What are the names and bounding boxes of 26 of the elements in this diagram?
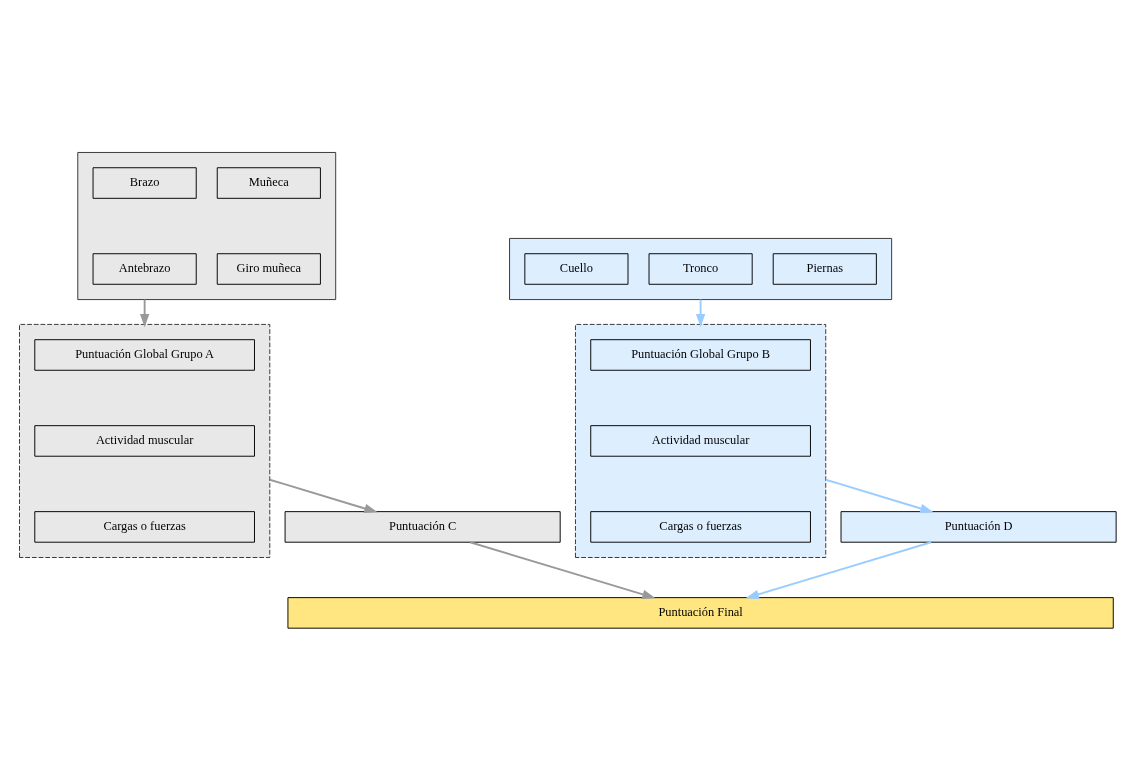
arrow <box>139 298 150 328</box>
node-box: Puntuación Global Grupo B <box>590 339 811 371</box>
arrow <box>824 478 934 513</box>
node-box: Puntuación D <box>840 511 1117 543</box>
cluster <box>19 323 271 558</box>
node-box: Tronco <box>648 253 753 285</box>
node-box: Actividad muscular <box>34 425 255 457</box>
node-box: Puntuación C <box>284 511 561 543</box>
node-box: Puntuación Global Grupo A <box>34 339 255 371</box>
arrow <box>268 478 378 513</box>
node-box: Cargas o fuerzas <box>34 511 255 543</box>
cluster <box>77 152 337 301</box>
arrow <box>745 541 933 599</box>
cluster <box>575 323 827 558</box>
node-box: Brazo <box>92 167 197 199</box>
arrow <box>469 541 656 599</box>
node-box: Cuello <box>524 253 629 285</box>
node-box: Puntuación Final <box>287 597 1114 629</box>
node-box: Actividad muscular <box>590 425 811 457</box>
node-box: Muñeca <box>216 167 321 199</box>
node-box: Antebrazo <box>92 253 197 285</box>
node-box: Giro muñeca <box>216 253 321 285</box>
node-box: Cargas o fuerzas <box>590 511 811 543</box>
cluster <box>509 237 893 301</box>
arrow <box>695 298 706 328</box>
node-box: Piernas <box>772 253 877 285</box>
